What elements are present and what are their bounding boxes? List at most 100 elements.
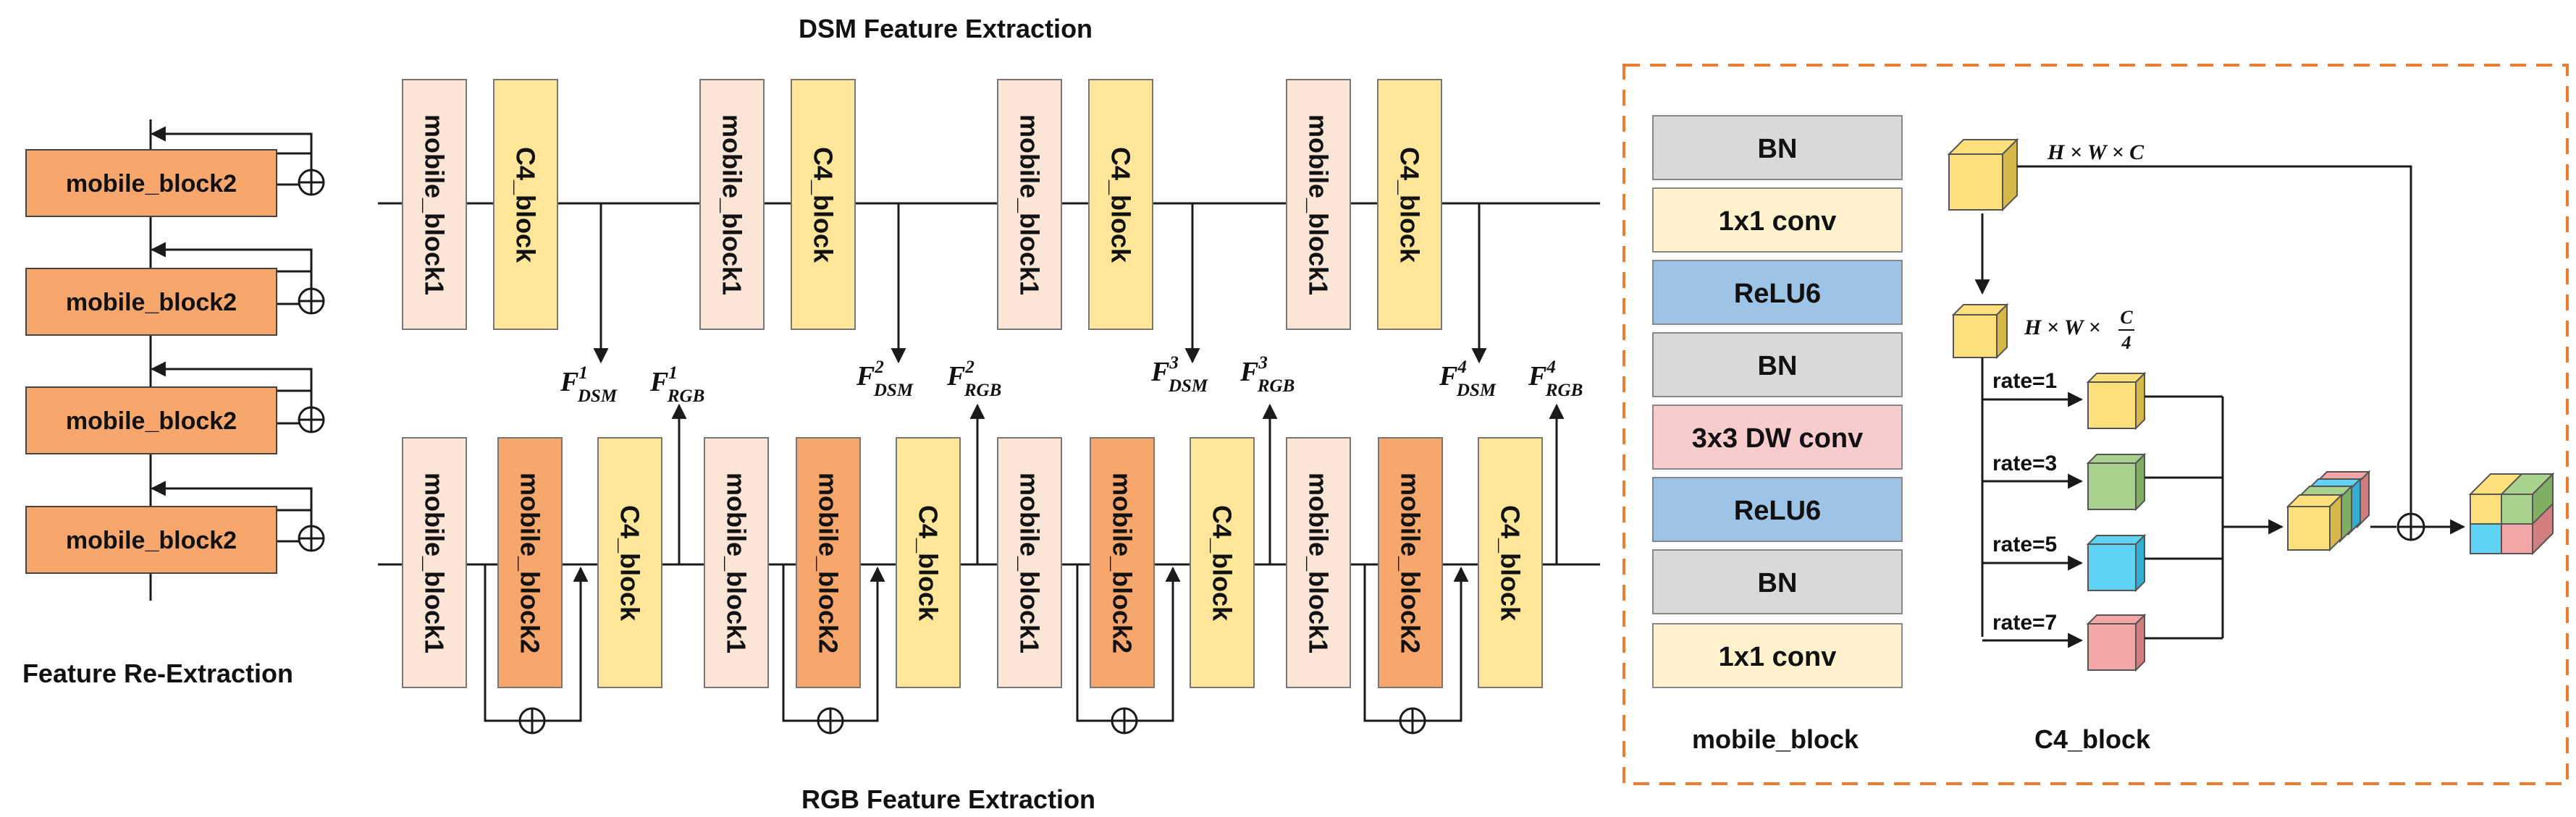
svg-text:mobile_block1: mobile_block1: [1015, 114, 1045, 295]
svg-text:C4_block: C4_block: [511, 147, 541, 263]
reextraction-block: mobile_block2: [25, 506, 277, 574]
feature-reextraction-panel: mobile_block2 mobile_block2 mobile_block…: [22, 119, 325, 688]
layer-relu6: ReLU6: [1652, 260, 1903, 325]
c4-block-detail: H × W × C H × W × C 4 rate=1 rate=3 rate…: [1947, 137, 2555, 754]
svg-text:mobile_block1: mobile_block1: [420, 473, 450, 653]
svg-text:C4_block: C4_block: [1106, 147, 1136, 263]
svg-text:C4_block: C4_block: [615, 505, 645, 622]
output-cube: [2468, 472, 2555, 556]
svg-text:C4_block: C4_block: [809, 147, 838, 263]
svg-text:mobile_block1: mobile_block1: [1304, 114, 1334, 295]
svg-text:C4_block: C4_block: [1395, 147, 1425, 263]
concat-stack: [2286, 470, 2371, 552]
rate-cube-yellow: [2086, 371, 2147, 431]
svg-text:mobile_block1: mobile_block1: [717, 114, 747, 295]
rate-cube-pink: [2086, 613, 2147, 672]
dsm-stage-2: mobile_block1 C4_block: [699, 79, 856, 330]
svg-text:ReLU6: ReLU6: [1734, 279, 1821, 309]
reextraction-block: mobile_block2: [25, 268, 277, 336]
dsm-stream: mobile_block1 C4_block mobile_block1 C4_…: [402, 79, 1442, 330]
add-icon: [518, 707, 546, 735]
svg-text:C: C: [2120, 307, 2133, 328]
svg-text:1x1 conv: 1x1 conv: [1719, 642, 1837, 672]
rgb-stream: mobile_block1 mobile_block2 C4_block mob…: [402, 437, 1543, 735]
svg-text:ReLU6: ReLU6: [1734, 496, 1821, 526]
svg-text:C4_block: C4_block: [914, 505, 943, 622]
add-icon: [1399, 707, 1426, 735]
svg-text:mobile_block1: mobile_block1: [1304, 473, 1334, 653]
detail-panel-frame: [1622, 64, 2569, 785]
layer-relu6: ReLU6: [1652, 477, 1903, 542]
input-cube: [1947, 137, 2019, 212]
svg-text:3x3 DW conv: 3x3 DW conv: [1692, 423, 1864, 454]
svg-text:mobile_block2: mobile_block2: [66, 407, 237, 435]
svg-text:mobile_block2: mobile_block2: [515, 473, 545, 653]
layer-1x1-conv: 1x1 conv: [1652, 187, 1903, 253]
rgb-stage-3: mobile_block1 mobile_block2 C4_block: [997, 437, 1255, 735]
rgb-stage-2: mobile_block1 mobile_block2 C4_block: [704, 437, 961, 735]
add-icon: [298, 287, 325, 315]
svg-text:mobile_block2: mobile_block2: [66, 170, 237, 198]
rate-label: rate=3: [1992, 452, 2057, 475]
rate-cube-cyan: [2086, 533, 2147, 593]
svg-text:1x1 conv: 1x1 conv: [1719, 206, 1837, 237]
add-icon: [298, 525, 325, 552]
input-dims-label: H × W × C: [2047, 140, 2144, 164]
layer-dw-conv: 3x3 DW conv: [1652, 405, 1903, 470]
reduced-dims-label: H × W × C 4: [2024, 307, 2134, 353]
svg-text:BN: BN: [1758, 351, 1798, 381]
mobile-block-detail: BN 1x1 conv ReLU6 BN 3x3 DW conv ReLU6 B…: [1652, 115, 1903, 754]
svg-text:H × W ×: H × W ×: [2024, 316, 2101, 339]
svg-text:BN: BN: [1758, 568, 1798, 598]
layer-bn: BN: [1652, 115, 1903, 180]
rgb-title: RGB Feature Extraction: [801, 784, 1095, 814]
dsm-stage-4: mobile_block1 C4_block: [1286, 79, 1442, 330]
skip-line: [2017, 165, 2412, 515]
reextraction-title: Feature Re-Extraction: [22, 659, 293, 688]
rate-label: rate=1: [1992, 369, 2057, 393]
reextraction-block: mobile_block2: [25, 386, 277, 454]
rate-label: rate=5: [1992, 533, 2057, 556]
layer-bn: BN: [1652, 332, 1903, 397]
svg-text:4: 4: [2121, 332, 2131, 353]
rgb-stage-4: mobile_block1 mobile_block2 C4_block: [1286, 437, 1543, 735]
svg-text:mobile_block1: mobile_block1: [420, 114, 450, 295]
svg-text:mobile_block2: mobile_block2: [66, 289, 237, 316]
svg-text:C4_block: C4_block: [1496, 505, 1525, 622]
dsm-stage-3: mobile_block1 C4_block: [997, 79, 1153, 330]
layer-bn: BN: [1652, 549, 1903, 614]
svg-text:mobile_block2: mobile_block2: [1396, 473, 1426, 653]
add-icon: [1111, 707, 1138, 735]
svg-text:mobile_block2: mobile_block2: [1108, 473, 1137, 653]
reduced-cube: [1951, 302, 2009, 360]
svg-text:mobile_block2: mobile_block2: [66, 527, 237, 554]
add-icon: [298, 169, 325, 196]
c4-block-title: C4_block: [2034, 724, 2151, 754]
dsm-title: DSM Feature Extraction: [799, 14, 1093, 43]
rgb-stage-1: mobile_block1 mobile_block2 C4_block: [402, 437, 662, 735]
add-icon: [817, 707, 844, 735]
rate-cube-green: [2086, 452, 2147, 512]
svg-text:mobile_block1: mobile_block1: [1015, 473, 1045, 653]
add-icon: [2396, 512, 2425, 541]
dsm-stage-1: mobile_block1 C4_block: [402, 79, 558, 330]
layer-1x1-conv: 1x1 conv: [1652, 623, 1903, 688]
svg-text:mobile_block1: mobile_block1: [722, 473, 752, 653]
svg-text:C4_block: C4_block: [1208, 505, 1237, 622]
svg-text:BN: BN: [1758, 134, 1798, 164]
